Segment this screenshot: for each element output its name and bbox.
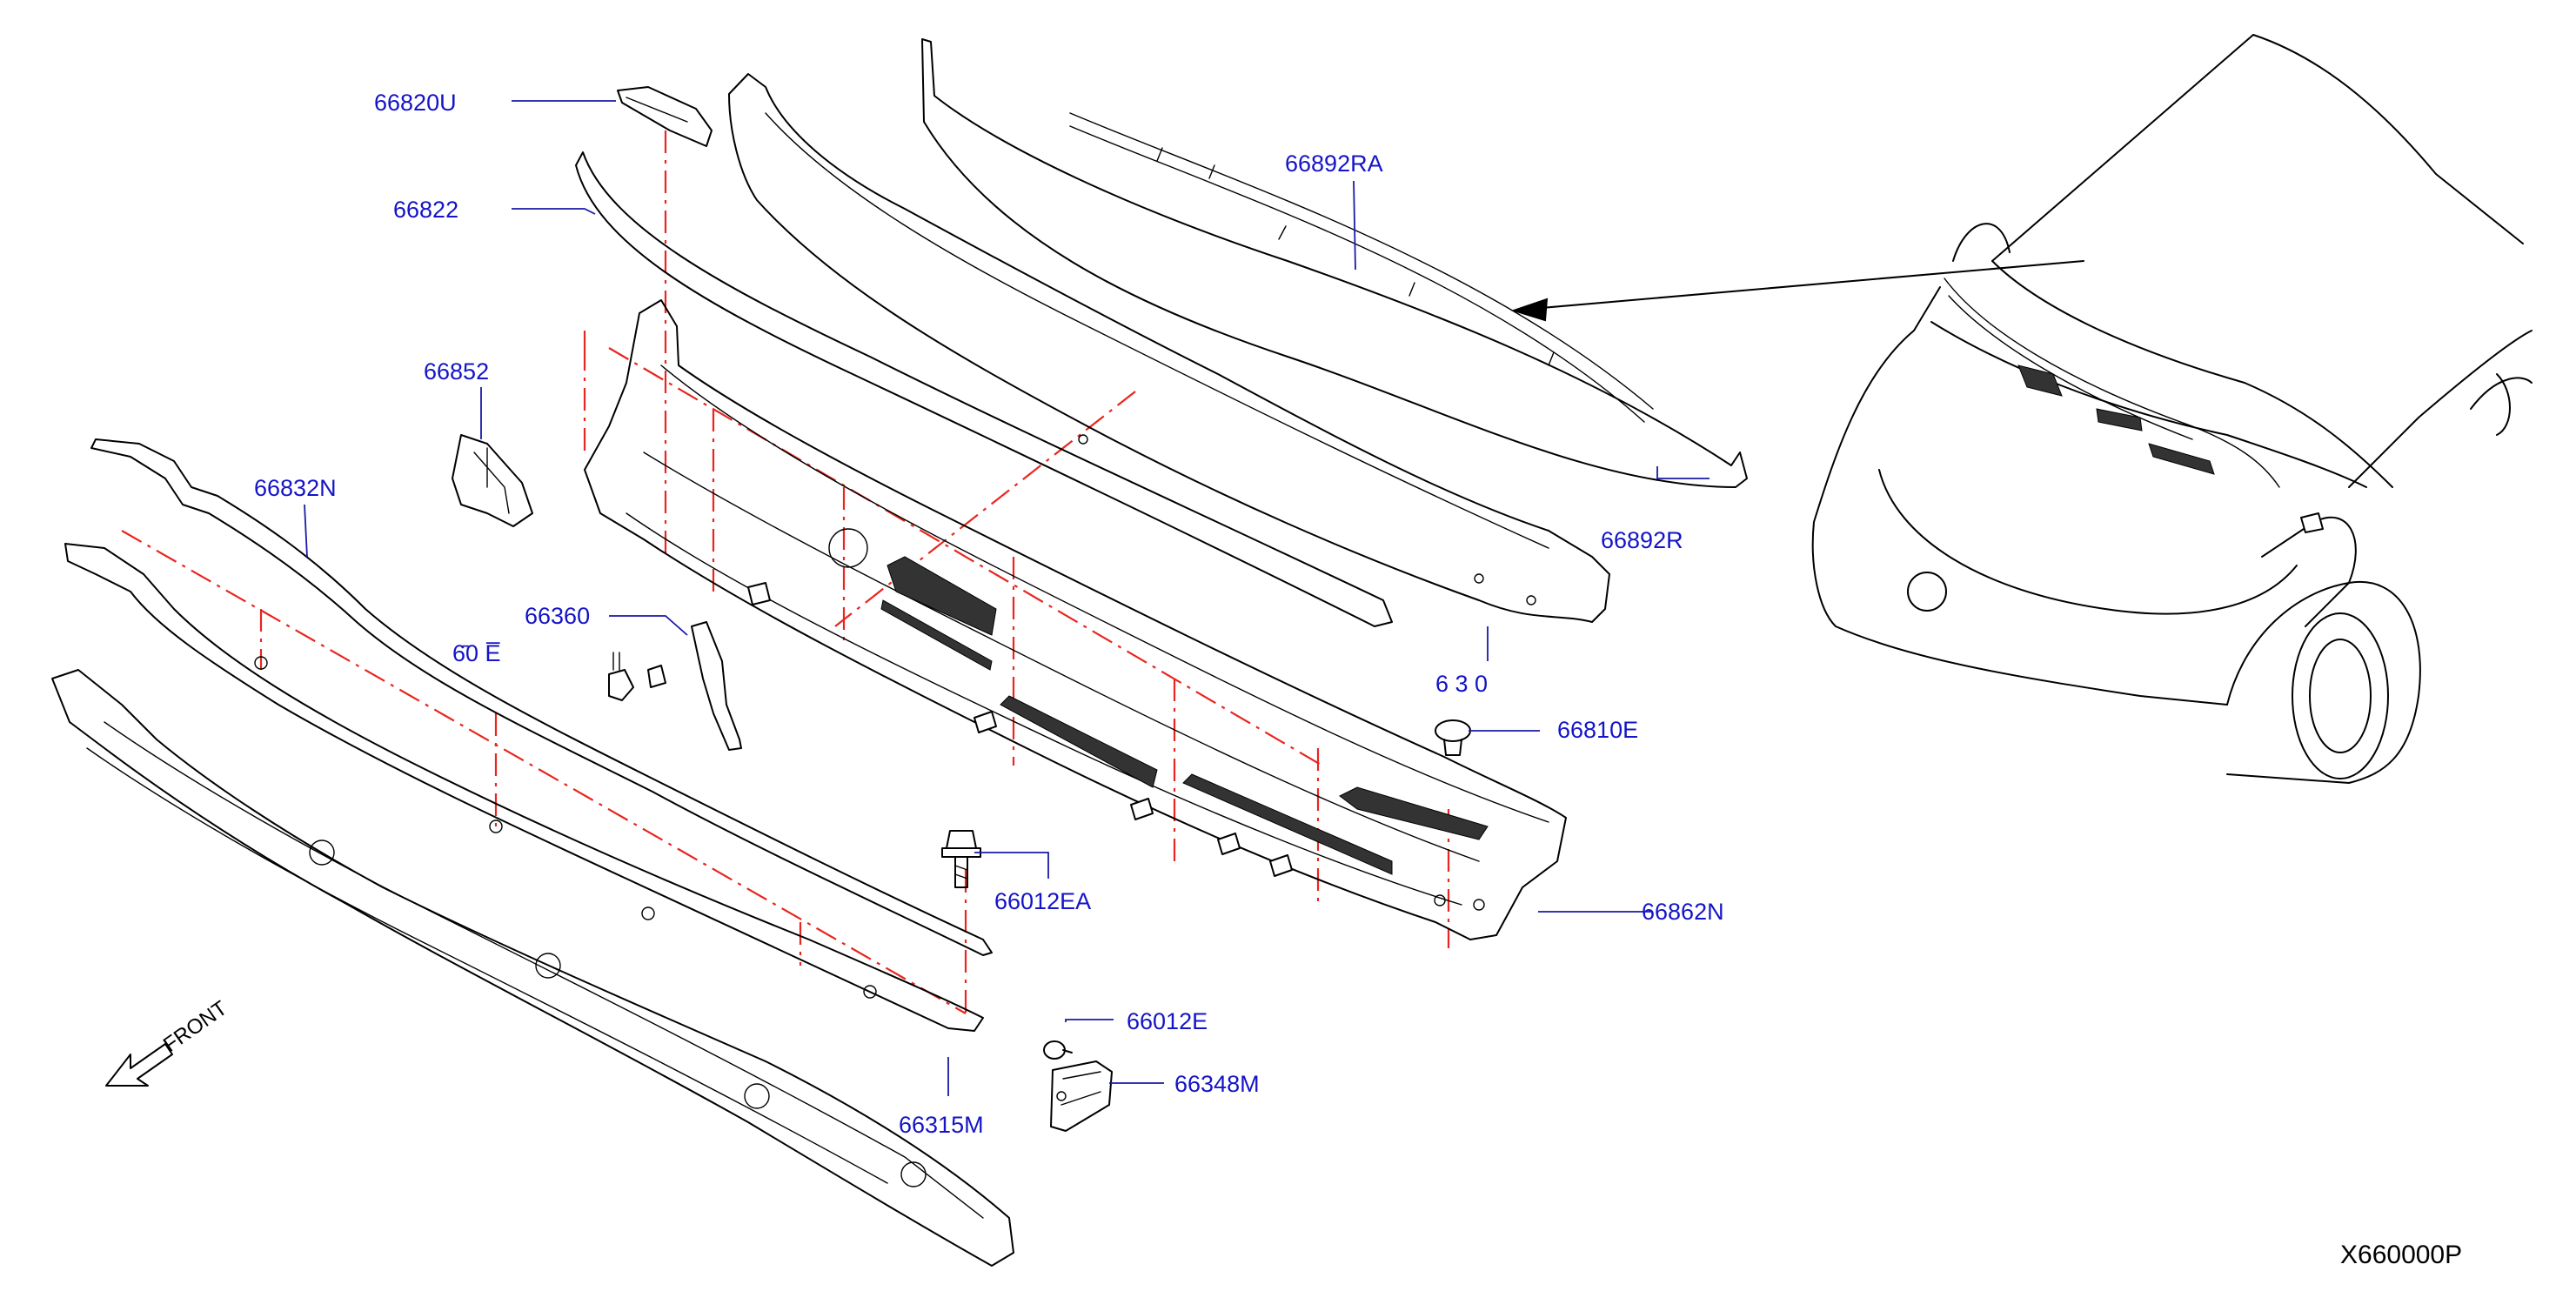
label-partial-left: 6̄0 E̅ bbox=[452, 640, 501, 666]
label-66892RA: 66892RA bbox=[1285, 151, 1383, 177]
part-66348M-bracket bbox=[1050, 1060, 1113, 1132]
label-partial-mid: 6 3 0 bbox=[1435, 671, 1488, 697]
part-66810E-clip bbox=[1435, 719, 1471, 756]
part-upper-cowl-panel bbox=[728, 73, 1610, 623]
label-66810E: 66810E bbox=[1557, 717, 1638, 743]
part-66862N-cowl-top bbox=[584, 299, 1567, 940]
part-labels: 66820U 66822 66852 66832N 66360 6̄0 E̅ 6… bbox=[254, 90, 1724, 1138]
part-66012EA-bolt bbox=[941, 830, 981, 888]
label-66862N: 66862N bbox=[1642, 899, 1724, 925]
part-66360-bracket bbox=[608, 621, 742, 751]
part-66012E-screw bbox=[1043, 1040, 1073, 1060]
front-label: FRONT bbox=[159, 996, 231, 1057]
part-66822-weatherstrip bbox=[575, 151, 1393, 627]
front-direction-indicator: FRONT bbox=[105, 996, 231, 1087]
label-66360: 66360 bbox=[525, 603, 590, 629]
label-66852: 66852 bbox=[424, 358, 489, 385]
part-66832N-seal-strip bbox=[90, 438, 993, 956]
label-66820U: 66820U bbox=[374, 90, 457, 116]
label-66822: 66822 bbox=[393, 197, 458, 223]
pointer-arrow bbox=[1510, 260, 2084, 322]
part-66820U-seal bbox=[617, 86, 713, 147]
part-66852-bracket bbox=[452, 434, 533, 527]
part-66892R-hood-seal bbox=[921, 38, 1748, 488]
vehicle-overview bbox=[1811, 34, 2533, 784]
label-66012EA: 66012EA bbox=[994, 888, 1091, 914]
label-66832N: 66832N bbox=[254, 475, 337, 501]
callout-leaders bbox=[304, 100, 1710, 1096]
diagram-reference-code: X660000P bbox=[2340, 1241, 2462, 1269]
part-lower-cowl-panel bbox=[51, 669, 1014, 1267]
label-66012E: 66012E bbox=[1127, 1008, 1208, 1034]
assembly-guide-lines bbox=[121, 130, 1450, 1014]
label-66315M: 66315M bbox=[899, 1112, 984, 1138]
label-66348M: 66348M bbox=[1174, 1071, 1260, 1097]
part-66315M-trim bbox=[64, 543, 984, 1032]
label-66892R: 66892R bbox=[1601, 527, 1683, 553]
